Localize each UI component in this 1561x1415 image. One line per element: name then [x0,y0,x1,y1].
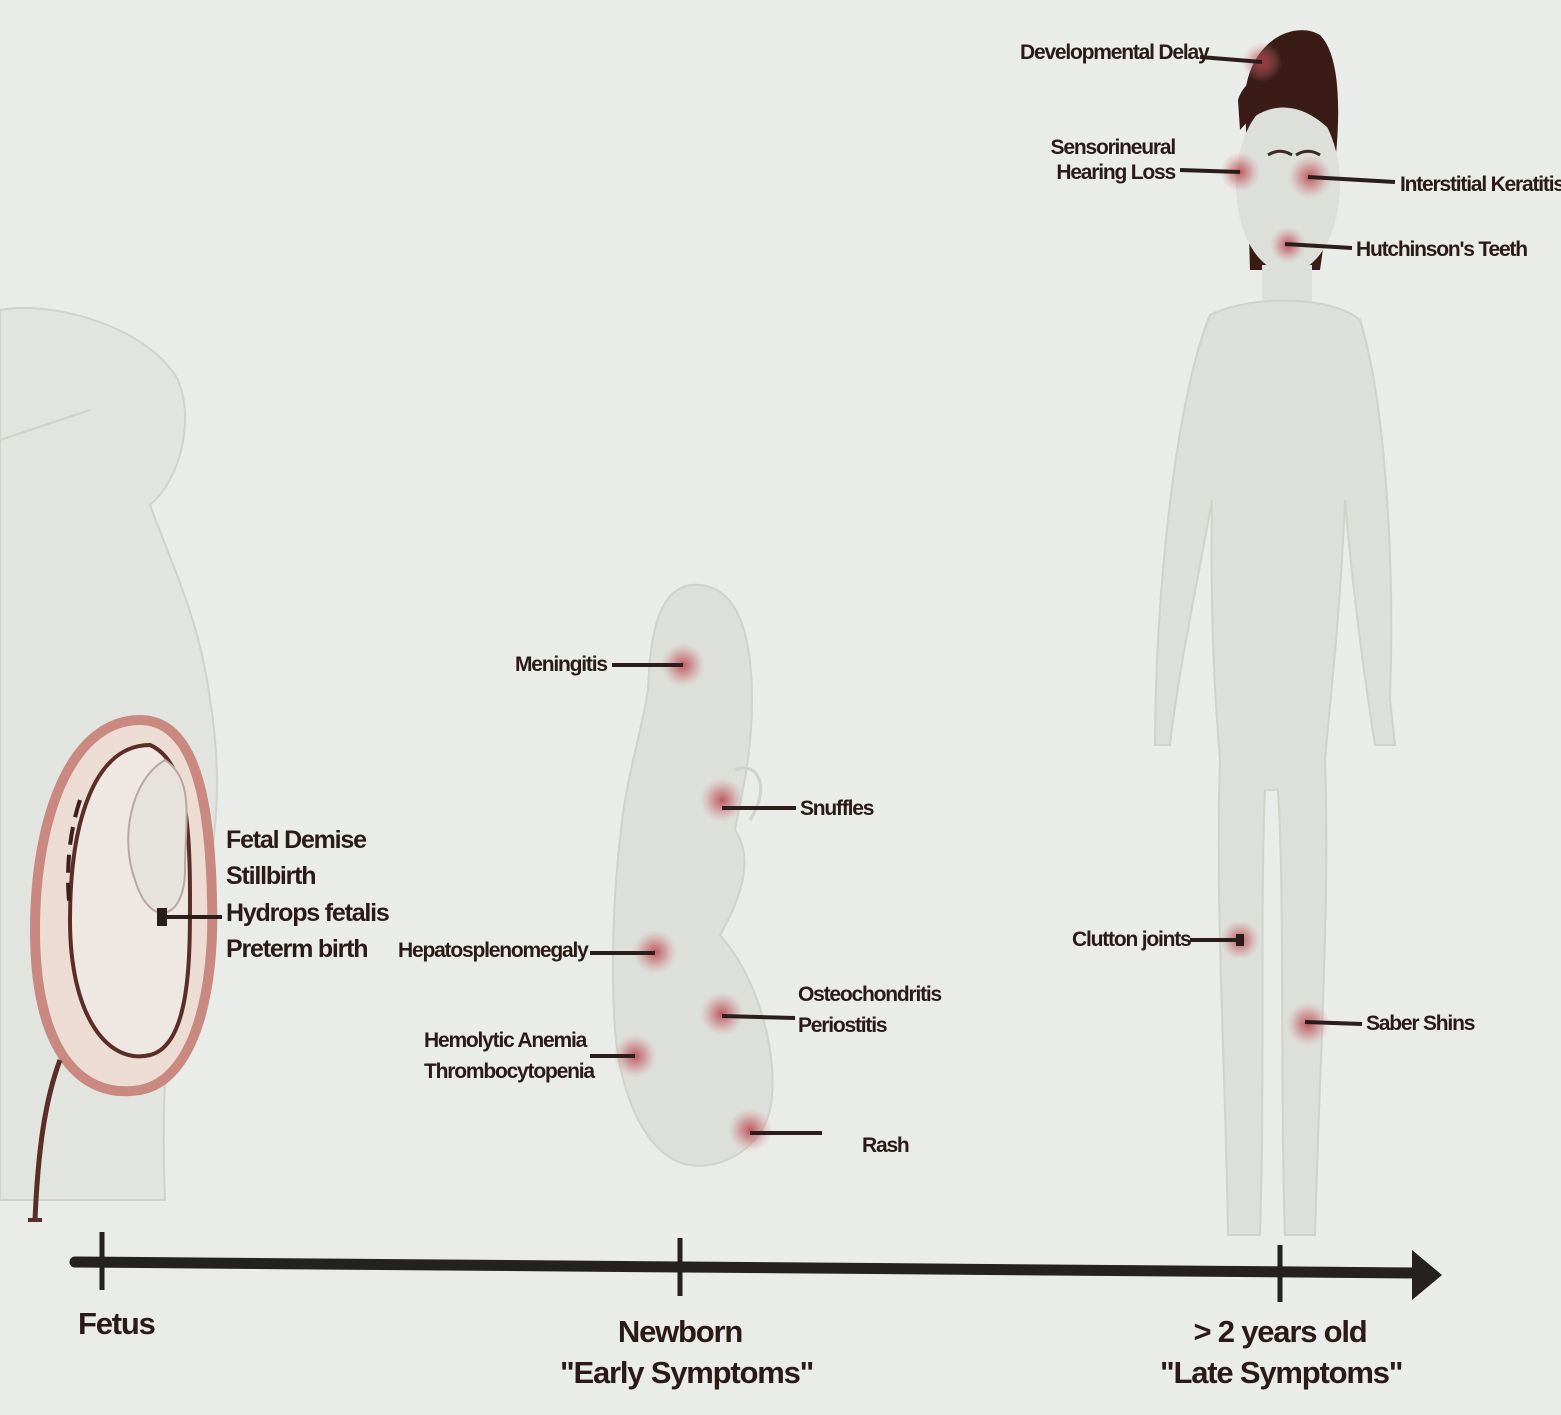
marker-snuffles [700,778,744,822]
stage-late-title: > 2 years old [1160,1313,1400,1350]
label-rash: Rash [862,1133,909,1158]
label-hydrops: Hydrops fetalis [226,895,389,931]
label-hearing-loss: Sensorineural Hearing Loss [1040,135,1175,185]
label-hemolytic-line1: Hemolytic Anemia [424,1028,594,1053]
timeline-arrowhead [1412,1250,1442,1300]
label-osteo-line1: Osteochondritis [798,982,941,1007]
leader-lines [157,57,1395,1133]
stage-newborn-title: Newborn [560,1313,800,1350]
label-hearing-line1: Sensorineural [1040,135,1175,160]
label-keratitis: Interstitial Keratitis [1400,172,1561,197]
label-teeth: Hutchinson's Teeth [1356,237,1527,262]
stage-label-fetus: Fetus [78,1305,155,1342]
label-hemolytic: Hemolytic Anemia Thrombocytopenia [424,1028,594,1084]
label-snuffles: Snuffles [800,796,873,821]
stage-label-newborn: Newborn "Early Symptoms" [560,1313,800,1391]
label-fetal-demise: Fetal Demise [226,822,389,858]
label-developmental-delay: Developmental Delay [1020,40,1208,65]
label-hearing-line2: Hearing Loss [1040,160,1175,185]
label-osteo-line2: Periostitis [798,1013,941,1038]
stage-label-late: > 2 years old "Late Symptoms" [1160,1313,1400,1391]
child-illustration [1155,30,1395,1235]
label-osteochondritis: Osteochondritis Periostitis [798,982,941,1038]
label-meningitis: Meningitis [515,652,607,677]
pregnant-woman-illustration [0,308,217,1220]
label-hemolytic-line2: Thrombocytopenia [424,1059,594,1084]
label-saber: Saber Shins [1366,1011,1474,1036]
label-clutton: Clutton joints [1072,927,1191,952]
stage-late-sub: "Late Symptoms" [1160,1354,1400,1391]
label-fetus-outcomes: Fetal Demise Stillbirth Hydrops fetalis … [226,822,389,967]
stage-newborn-sub: "Early Symptoms" [560,1354,800,1391]
timeline-axis [75,1232,1442,1302]
marker-osteochondritis [700,992,744,1036]
marker-rash [728,1108,772,1152]
label-stillbirth: Stillbirth [226,858,389,894]
label-hepatosplenomegaly: Hepatosplenomegaly [398,938,588,963]
label-preterm: Preterm birth [226,931,389,967]
